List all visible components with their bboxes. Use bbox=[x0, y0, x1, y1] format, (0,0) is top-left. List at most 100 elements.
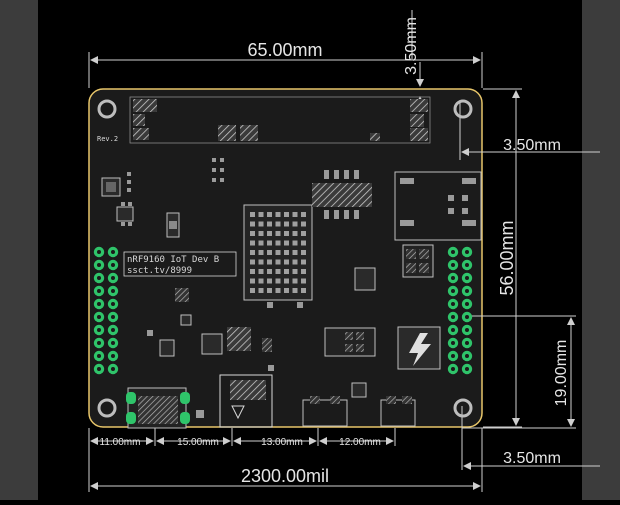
module-pad bbox=[250, 231, 255, 236]
module-pad bbox=[292, 240, 298, 246]
module-pad bbox=[275, 269, 281, 274]
module-pad bbox=[258, 250, 264, 255]
module-pad bbox=[292, 212, 298, 217]
module-pad bbox=[258, 259, 264, 265]
rev-label: Rev.2 bbox=[97, 135, 118, 143]
antenna-pads bbox=[133, 99, 428, 141]
qfn-pads bbox=[345, 332, 364, 352]
dim-top-width: 65.00mm bbox=[247, 40, 322, 60]
module-pad bbox=[275, 221, 281, 227]
dimension-lines bbox=[88, 10, 600, 492]
module-pad bbox=[301, 212, 306, 217]
module-pad bbox=[292, 259, 298, 265]
battery-connector-marker bbox=[231, 405, 245, 420]
left-pin-header bbox=[93, 246, 119, 375]
bottom-buttons bbox=[196, 382, 416, 427]
module-pad bbox=[267, 240, 272, 246]
left-margin-band bbox=[0, 0, 38, 500]
module-pad bbox=[301, 231, 306, 236]
module-pad bbox=[267, 221, 272, 227]
dim-right-top-offset: 3.50mm bbox=[503, 137, 561, 154]
module-pad bbox=[267, 288, 272, 293]
dim-right-height: 56.00mm bbox=[497, 220, 517, 295]
dim-bottom-seg-3: 13.00mm bbox=[261, 437, 303, 448]
module-pad bbox=[292, 250, 298, 255]
module-pad bbox=[284, 288, 289, 293]
module-pad bbox=[275, 212, 281, 217]
dim-right-bottom-offset: 3.50mm bbox=[503, 450, 561, 467]
module-pad bbox=[292, 231, 298, 236]
module-pad bbox=[284, 212, 289, 217]
dim-bottom-seg-2: 15.00mm bbox=[177, 437, 219, 448]
module-pad bbox=[267, 259, 272, 265]
module-pad bbox=[267, 231, 272, 236]
module-pad bbox=[301, 278, 306, 284]
right-small-ic bbox=[402, 244, 434, 278]
module-connector-hatch bbox=[312, 183, 372, 207]
module-pad bbox=[267, 278, 272, 284]
module-pad bbox=[275, 278, 281, 284]
module-pad bbox=[284, 259, 289, 265]
dim-right-lower: 19.00mm bbox=[553, 340, 570, 407]
module-pad bbox=[258, 288, 264, 293]
module-pad bbox=[258, 240, 264, 246]
module-pad bbox=[284, 221, 289, 227]
module-pad bbox=[284, 231, 289, 236]
module-pad bbox=[275, 288, 281, 293]
module-pad bbox=[250, 240, 255, 246]
sim-holder-outline bbox=[394, 171, 482, 241]
module-pad bbox=[275, 240, 281, 246]
board-title-box bbox=[123, 251, 237, 277]
sim-holder-pads bbox=[400, 178, 476, 226]
module-pad bbox=[301, 259, 306, 265]
module-pad bbox=[275, 231, 281, 236]
board-title-line1: nRF9160 IoT Dev B bbox=[127, 255, 219, 265]
module-pad bbox=[267, 212, 272, 217]
module-pad bbox=[250, 221, 255, 227]
board-title-line2: ssct.tv/8999 bbox=[127, 266, 192, 276]
module-pad bbox=[301, 288, 306, 293]
antenna-keepout bbox=[129, 96, 431, 144]
dim-bottom-seg-4: 12.00mm bbox=[339, 437, 381, 448]
module-pad bbox=[292, 278, 298, 284]
small-components-left bbox=[101, 158, 224, 226]
module-pad bbox=[250, 278, 255, 284]
module-pad bbox=[301, 221, 306, 227]
lightning-bolt-icon bbox=[409, 333, 431, 366]
dim-bottom-total: 2300.00mil bbox=[241, 466, 329, 486]
dim-top-offset: 3.50mm bbox=[403, 17, 420, 75]
module-pad bbox=[267, 269, 272, 274]
module-pad bbox=[292, 288, 298, 293]
module-pad bbox=[301, 269, 306, 274]
module-pad bbox=[258, 212, 264, 217]
module-pad bbox=[284, 269, 289, 274]
module-pad bbox=[250, 212, 255, 217]
tactile-button-center bbox=[169, 221, 177, 229]
module-pad bbox=[301, 240, 306, 246]
module-pad bbox=[267, 250, 272, 255]
module-pad bbox=[292, 221, 298, 227]
module-pad bbox=[258, 278, 264, 284]
module-pad bbox=[250, 269, 255, 274]
module-pad-grid bbox=[250, 212, 306, 293]
module-pad bbox=[258, 231, 264, 236]
dim-bottom-seg-1: 11.00mm bbox=[100, 437, 141, 448]
module-pad bbox=[284, 278, 289, 284]
nrf9160-module-footprint bbox=[243, 204, 313, 301]
usb-shield-pads bbox=[126, 392, 190, 424]
module-pad bbox=[275, 250, 281, 255]
module-pad bbox=[284, 240, 289, 246]
battery-connector-outline bbox=[219, 374, 273, 428]
mid-components bbox=[147, 267, 376, 371]
module-pad bbox=[250, 250, 255, 255]
right-pin-header bbox=[447, 246, 473, 375]
module-pad bbox=[301, 250, 306, 255]
battery-connector-pad bbox=[230, 380, 266, 400]
mounting-holes bbox=[97, 99, 473, 418]
connector-pins bbox=[324, 170, 359, 219]
module-pad bbox=[250, 259, 255, 265]
right-margin-band bbox=[582, 0, 620, 500]
module-pad bbox=[292, 269, 298, 274]
